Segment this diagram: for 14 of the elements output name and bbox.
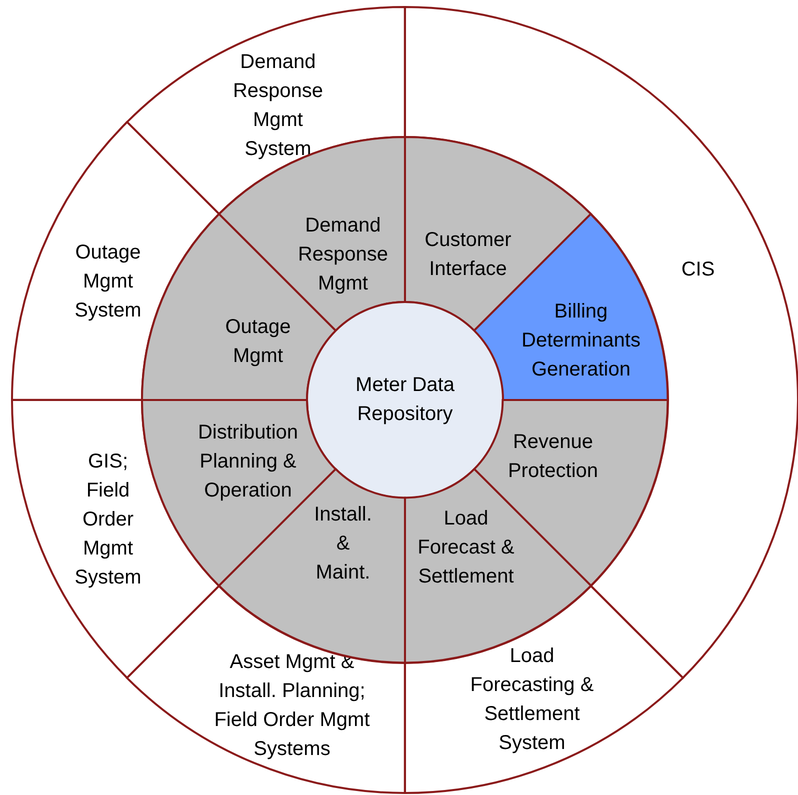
segment-label: Load Forecasting & Settlement System	[469, 644, 595, 756]
segment-label: Customer Interface	[424, 228, 512, 282]
segment-label: Outage Mgmt	[224, 314, 292, 369]
segment-label: Revenue Protection	[506, 430, 600, 484]
segment-label: Meter Data Repository	[354, 373, 456, 427]
segment-label: Load Forecast & Settlement	[416, 506, 516, 590]
segment-label: Demand Response Mgmt	[296, 214, 390, 296]
segment-label: CIS	[680, 258, 716, 282]
segment-label: Billing Determinants Generation	[520, 299, 642, 382]
segment-label: GIS; Field Order Mgmt System	[74, 450, 142, 590]
segment-label: Install. & Maint.	[313, 502, 373, 586]
segment-label: Demand Response Mgmt System	[232, 50, 324, 162]
segment-label: Distribution Planning & Operation	[196, 420, 300, 504]
segment-label: Outage Mgmt System	[74, 240, 142, 324]
